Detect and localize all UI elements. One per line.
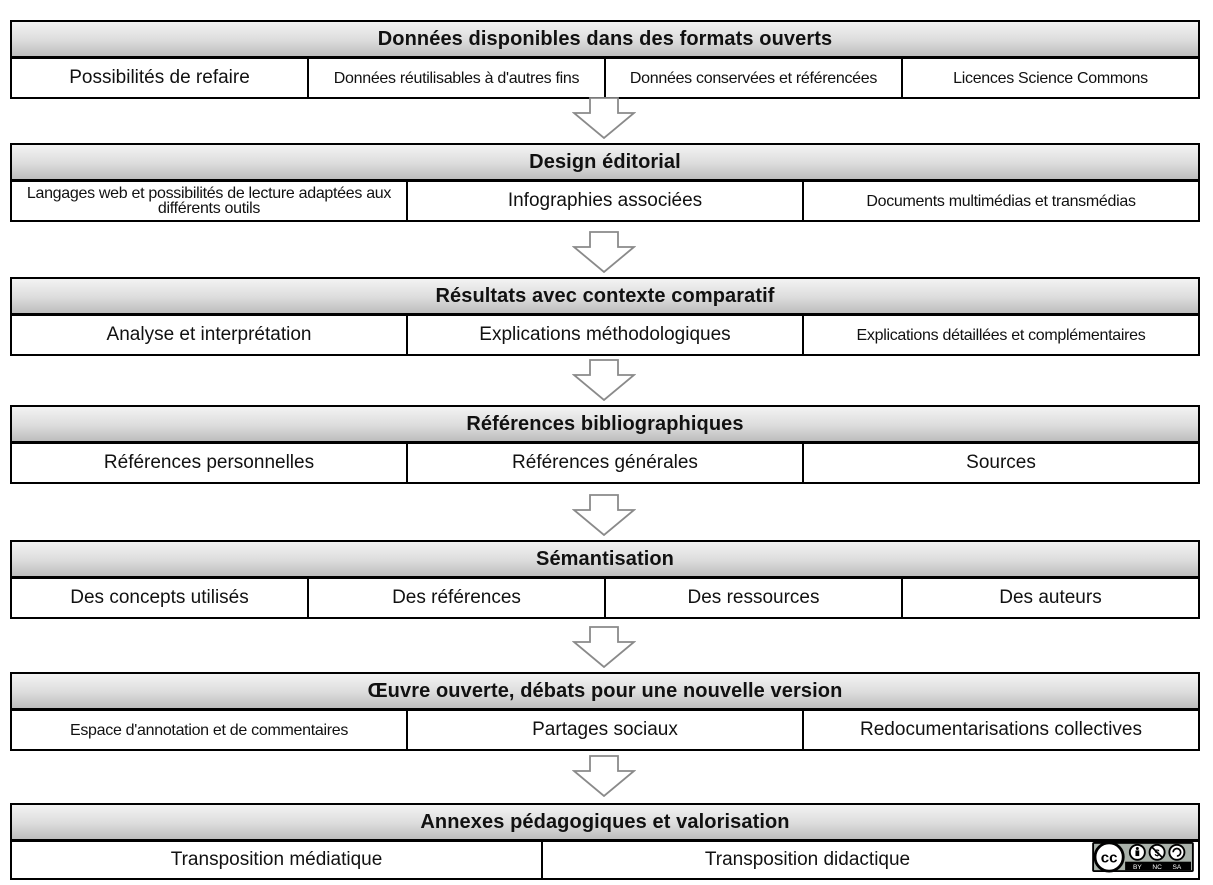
cc-term-by: BY xyxy=(1133,864,1142,871)
down-arrow-icon xyxy=(572,755,636,797)
cell-redocumentarisations: Redocumentarisations collectives xyxy=(860,719,1142,740)
section-row: Transposition médiatique Transposition d… xyxy=(10,840,1200,880)
cell-transposition-mediatique: Transposition médiatique xyxy=(12,842,543,878)
cell-donnees-conservees: Données conservées et référencées xyxy=(606,59,903,97)
cell-references-generales: Références générales xyxy=(408,444,804,482)
cell-partages-sociaux: Partages sociaux xyxy=(408,711,804,749)
cc-symbol: cc xyxy=(1101,850,1118,867)
cell-sources: Sources xyxy=(966,452,1036,473)
cell-documents-multimedias: Documents multimédias et transmédias xyxy=(866,192,1136,210)
section-row: Des concepts utilisés Des références Des… xyxy=(10,577,1200,619)
section-title: Design éditorial xyxy=(10,143,1200,181)
down-arrow-icon xyxy=(572,97,636,139)
section-title: Données disponibles dans des formats ouv… xyxy=(10,20,1200,58)
cell-licences-science-commons: Licences Science Commons xyxy=(953,69,1148,87)
down-arrow-icon xyxy=(572,494,636,536)
section-title: Références bibliographiques xyxy=(10,405,1200,443)
cell-espace-annotation: Espace d'annotation et de commentaires xyxy=(12,711,408,749)
cc-term-nc: NC xyxy=(1152,864,1162,871)
cell-infographies: Infographies associées xyxy=(408,182,804,220)
cell-auteurs: Des auteurs xyxy=(999,587,1102,608)
section-title: Annexes pédagogiques et valorisation xyxy=(10,803,1200,841)
section-title: Résultats avec contexte comparatif xyxy=(10,277,1200,315)
cell-transposition-didactique: Transposition didactique xyxy=(704,849,911,870)
cell-references-personnelles: Références personnelles xyxy=(12,444,408,482)
cell-possibilites-refaire: Possibilités de refaire xyxy=(12,59,309,97)
cell-analyse: Analyse et interprétation xyxy=(12,316,408,354)
section-title: Sémantisation xyxy=(10,540,1200,578)
section-title: Œuvre ouverte, débats pour une nouvelle … xyxy=(10,672,1200,710)
cell-langages-web: Langages web et possibilités de lecture … xyxy=(12,182,408,220)
down-arrow-icon xyxy=(572,626,636,668)
section-row: Langages web et possibilités de lecture … xyxy=(10,180,1200,222)
down-arrow-icon xyxy=(572,359,636,401)
cell-ressources: Des ressources xyxy=(606,579,903,617)
cell-explications-detaillees: Explications détaillées et complémentair… xyxy=(856,326,1146,344)
section-row: Références personnelles Références génér… xyxy=(10,442,1200,484)
down-arrow-icon xyxy=(572,231,636,273)
creative-commons-badge-icon: cc $ BY NC SA xyxy=(1092,841,1194,873)
cc-term-sa: SA xyxy=(1172,864,1181,871)
cell-concepts: Des concepts utilisés xyxy=(12,579,309,617)
cell-donnees-reutilisables: Données réutilisables à d'autres fins xyxy=(309,59,606,97)
section-row: Analyse et interprétation Explications m… xyxy=(10,314,1200,356)
cell-explications-methodologiques: Explications méthodologiques xyxy=(408,316,804,354)
section-row: Possibilités de refaire Données réutilis… xyxy=(10,57,1200,99)
cell-des-references: Des références xyxy=(309,579,606,617)
section-row: Espace d'annotation et de commentaires P… xyxy=(10,709,1200,751)
